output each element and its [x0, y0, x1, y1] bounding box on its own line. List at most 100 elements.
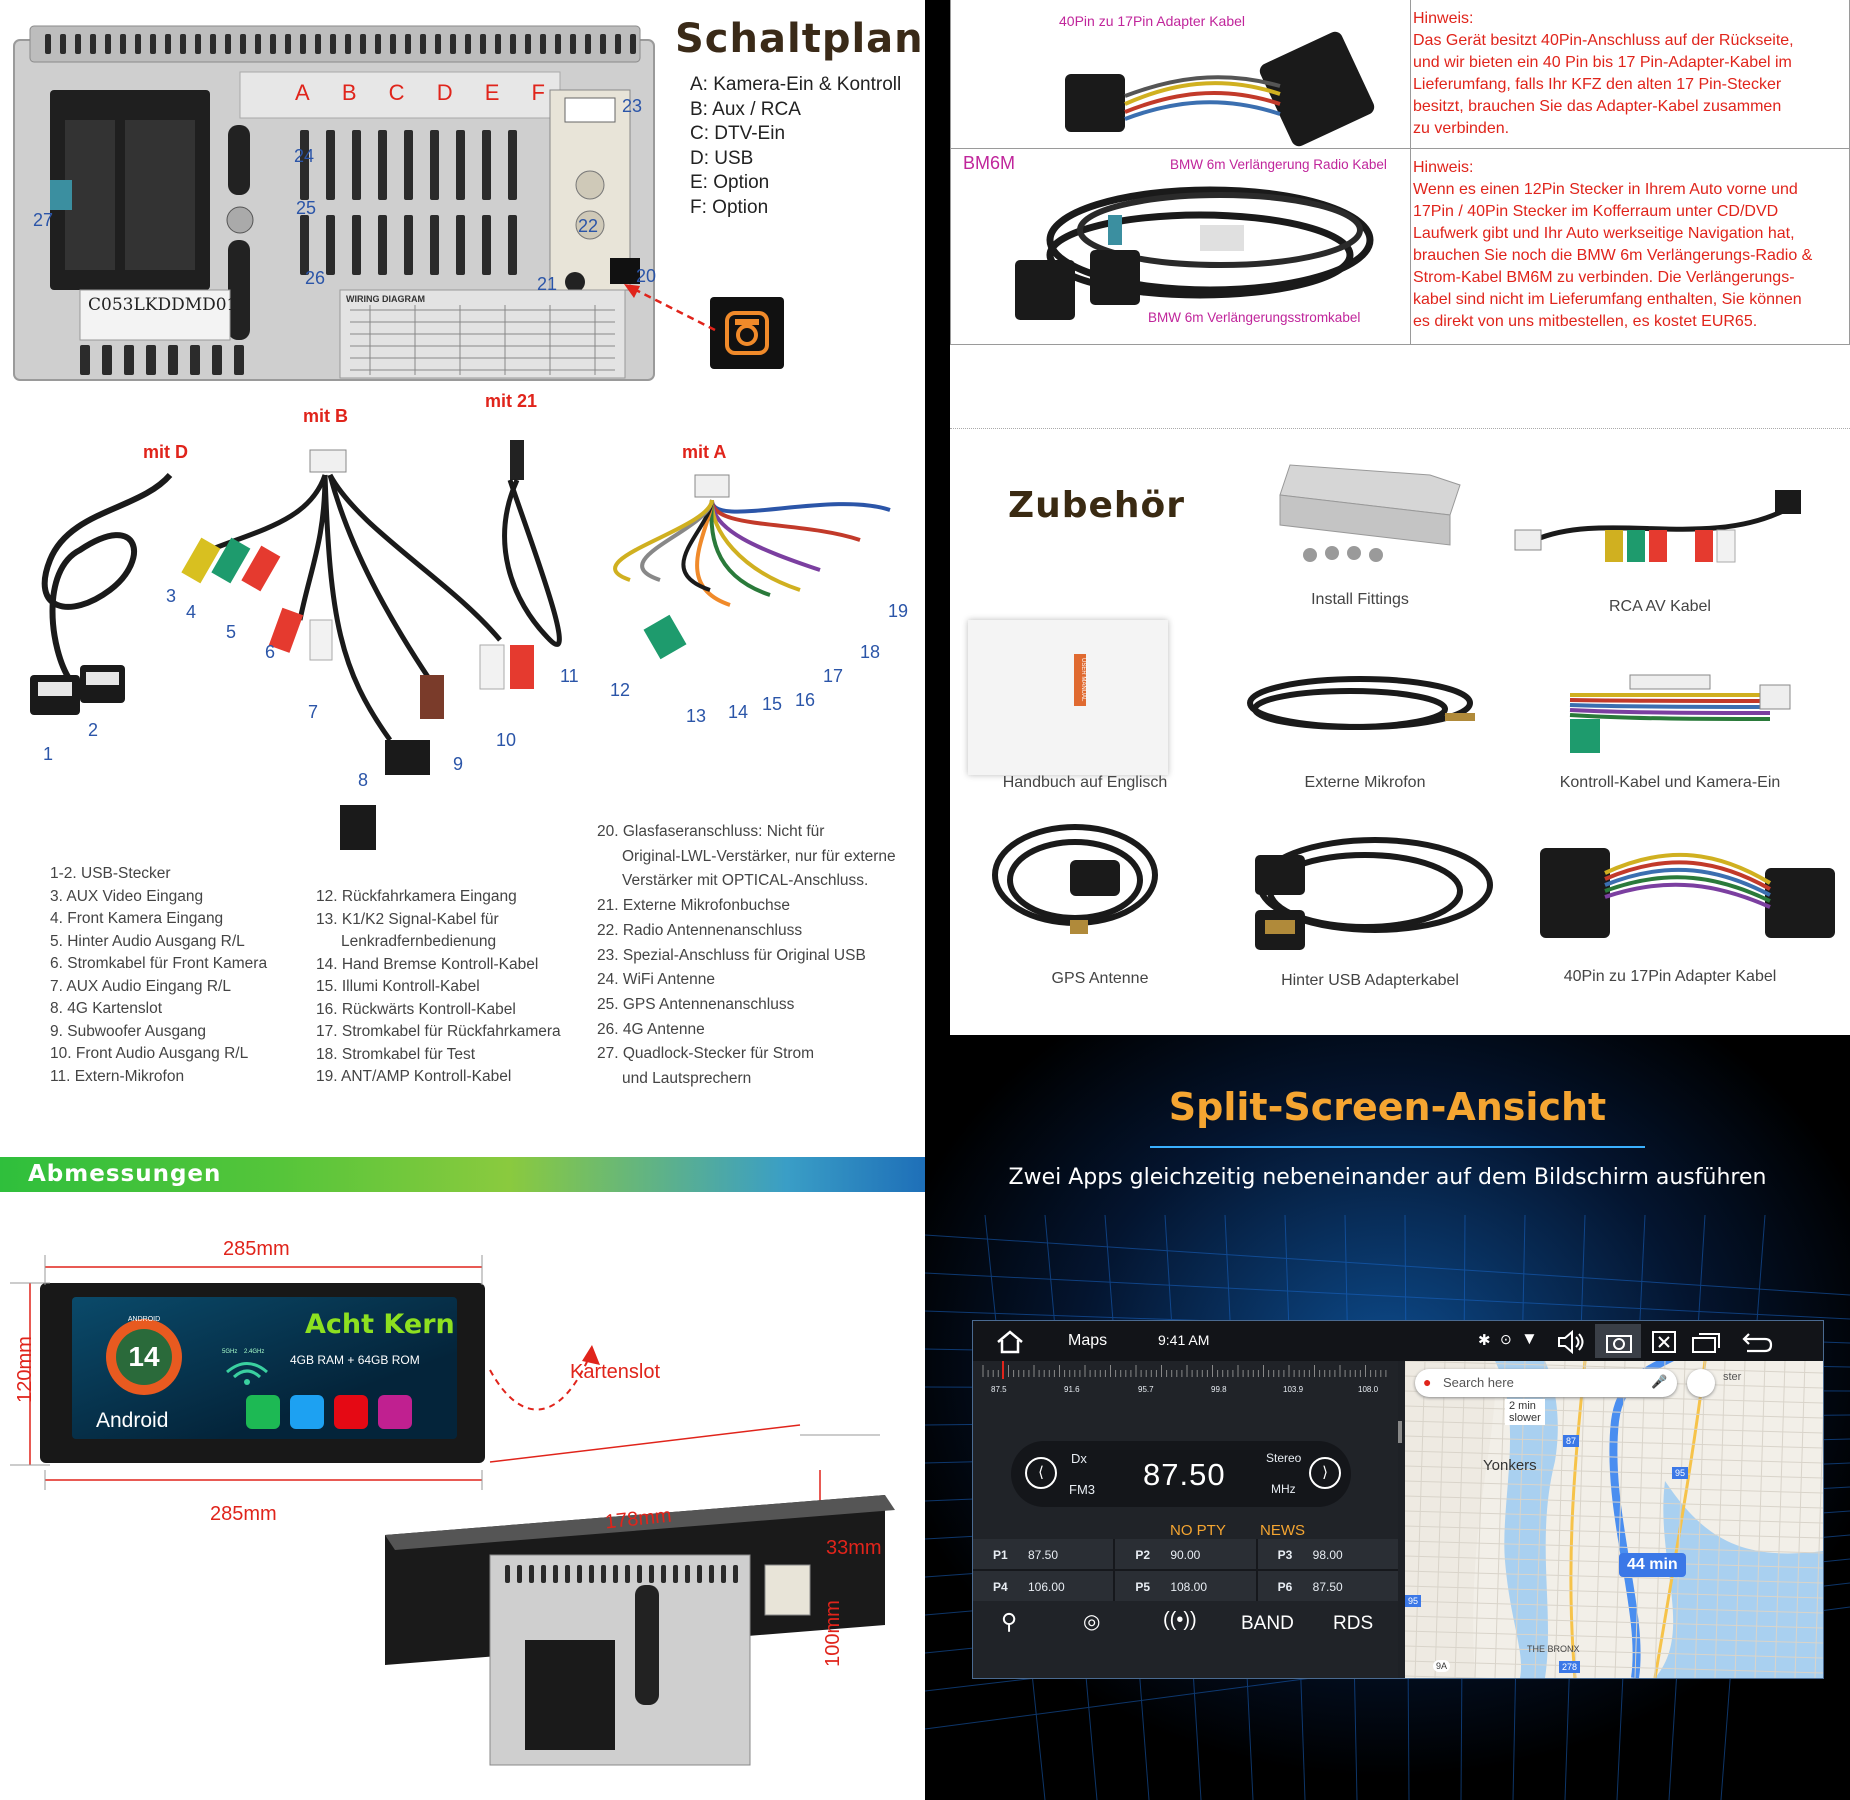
- cable-harnesses: [30, 440, 891, 850]
- adapter-hint-1: Hinweis: Das Gerät besitzt 40Pin-Anschlu…: [1413, 8, 1794, 140]
- parts-list-2: 12. Rückfahrkamera Eingang 13. K1/K2 Sig…: [316, 886, 561, 1089]
- parts-item: 1-2. USB-Stecker: [50, 865, 171, 882]
- rds-button[interactable]: RDS: [1333, 1613, 1374, 1634]
- netflix-icon: [334, 1395, 368, 1429]
- city-label: Yonkers: [1483, 1457, 1537, 1474]
- label-mit-b: mit B: [303, 406, 348, 426]
- map-search-input[interactable]: Search here: [1443, 1375, 1514, 1390]
- cable-num: 11: [560, 666, 579, 686]
- location-icon: ⊙: [1500, 1331, 1512, 1347]
- memory-label: 4GB RAM + 64GB ROM: [290, 1353, 420, 1367]
- bm6m-code: BM6M: [963, 153, 1016, 173]
- accessory-caption: GPS Antenne: [1051, 970, 1149, 987]
- label-mit-21: mit 21: [485, 391, 538, 411]
- accessory-caption: Hinter USB Adapterkabel: [1281, 972, 1459, 989]
- cable-num: 6: [265, 642, 276, 662]
- home-icon[interactable]: [995, 1329, 1025, 1355]
- hint-line: es direkt von uns mitbestellen, es koste…: [1413, 313, 1758, 330]
- multiwindow-icon[interactable]: [1691, 1330, 1723, 1354]
- map-search-bar[interactable]: ● Search here 🎤: [1415, 1369, 1677, 1397]
- cable-num: 1: [43, 744, 54, 764]
- letter-e: E: [484, 80, 500, 105]
- parts-item: 26. 4G Antenne: [597, 1020, 705, 1038]
- port-23: 23: [622, 96, 643, 116]
- cable-num: 19: [888, 601, 909, 621]
- back-icon[interactable]: [1741, 1330, 1775, 1354]
- seek-forward-button[interactable]: ⟩: [1309, 1457, 1341, 1489]
- account-icon[interactable]: [1687, 1369, 1715, 1397]
- maps-app: ● Search here 🎤 ster 2 min slower Yonker…: [1405, 1361, 1823, 1678]
- route-shield: 95: [1405, 1595, 1422, 1607]
- hint-line: Lieferumfang, falls Ihr KFZ den alten 17…: [1413, 76, 1782, 93]
- hint-line: besitzt, brauchen Sie das Adapter-Kabel …: [1413, 98, 1782, 115]
- preset-freq: 108.00: [1170, 1580, 1208, 1594]
- legend-item: A: Kamera-Ein & Kontroll: [690, 74, 902, 95]
- port-26: 26: [305, 268, 326, 288]
- hint-line: und wir bieten ein 40 Pin bis 17 Pin-Ada…: [1413, 54, 1792, 71]
- cable-num: 8: [358, 770, 369, 790]
- parts-item: 20. Glasfaseranschluss: Nicht für: [597, 823, 825, 840]
- hint-line: Das Gerät besitzt 40Pin-Anschluss auf de…: [1413, 32, 1794, 49]
- hint-line: kabel sind nicht im Lieferumfang enthalt…: [1413, 291, 1802, 308]
- height-label: 120mm: [13, 1336, 36, 1403]
- control-cable-image: [1569, 674, 1791, 753]
- map-canvas[interactable]: [1405, 1361, 1823, 1678]
- close-app-icon[interactable]: [1651, 1330, 1677, 1354]
- status-app: Maps: [1068, 1332, 1108, 1349]
- frequency-value: 87.50: [1143, 1457, 1226, 1492]
- wifi-band-24: 2.4GHz: [244, 1349, 265, 1355]
- scale-label: 91.6: [1064, 1385, 1080, 1394]
- splitscreen-panel: Split-Screen-Ansicht Zwei Apps gleichzei…: [925, 1035, 1850, 1800]
- cable-num: 10: [496, 730, 517, 750]
- seek-back-button[interactable]: ⟨: [1025, 1457, 1057, 1489]
- split-handle[interactable]: [1398, 1421, 1402, 1443]
- cable-num: 7: [308, 702, 319, 722]
- parts-item: 19. ANT/AMP Kontroll-Kabel: [316, 1068, 512, 1085]
- scale-label: 103.9: [1283, 1385, 1304, 1394]
- unit-front: 14 ANDROID Android Acht Kern 4GB RAM + 6…: [40, 1283, 485, 1463]
- android-badge: 14 ANDROID: [106, 1316, 182, 1395]
- broadcast-icon[interactable]: ((•)): [1163, 1609, 1197, 1631]
- legend-item: C: DTV-Ein: [690, 123, 786, 144]
- band-button[interactable]: BAND: [1241, 1613, 1294, 1634]
- stereo-mode-icon[interactable]: ◎: [1083, 1611, 1101, 1633]
- adapter-label-1: 40Pin zu 17Pin Adapter Kabel: [1059, 13, 1246, 29]
- slower-line: slower: [1509, 1412, 1541, 1424]
- slower-line: 2 min: [1509, 1400, 1536, 1412]
- port-24: 24: [294, 146, 315, 166]
- mic-icon[interactable]: 🎤: [1651, 1374, 1668, 1389]
- parts-item: Lenkradfernbedienung: [341, 933, 497, 950]
- parts-list-3: 20. Glasfaseranschluss: Nicht für Origin…: [597, 820, 896, 1092]
- cable-num: 4: [186, 602, 197, 622]
- map-corner-label: ster: [1723, 1371, 1742, 1383]
- parts-item: und Lautsprechern: [622, 1070, 752, 1088]
- device-screen: Maps 9:41 AM ✱ ⊙ ▼ 87.5 91.6 95.7 99.8: [972, 1320, 1824, 1679]
- android-ring: ANDROID: [127, 1316, 161, 1323]
- tuner-scale[interactable]: [973, 1361, 1398, 1381]
- preset-id: P1: [993, 1548, 1008, 1562]
- parts-item: 8. 4G Kartenslot: [50, 1000, 163, 1017]
- search-icon[interactable]: ⚲: [1001, 1609, 1018, 1634]
- adapter-hint-2: Hinweis: Wenn es einen 12Pin Stecker in …: [1413, 157, 1812, 333]
- rear-usb-cable-image: [1255, 837, 1493, 950]
- dimensions-panel: Abmessungen 14 ANDROID Android Acht Kern…: [0, 1125, 925, 1800]
- hint-line: Laufwerk gibt und Ihr Auto werkseitige N…: [1413, 225, 1795, 242]
- volume-icon[interactable]: [1556, 1329, 1588, 1355]
- dx-label: Dx: [1071, 1451, 1087, 1466]
- port-22: 22: [578, 216, 599, 236]
- wifi-band-5: 5GHz: [222, 1349, 238, 1355]
- parts-item: 5. Hinter Audio Ausgang R/L: [50, 932, 245, 950]
- screenshot-button[interactable]: [1595, 1324, 1641, 1358]
- parts-item: 6. Stromkabel für Front Kamera: [50, 955, 268, 972]
- optical-arrow: [624, 284, 716, 332]
- gps-antenna-image: [992, 824, 1158, 934]
- cable-num: 13: [686, 706, 707, 726]
- eta-chip[interactable]: 44 min: [1619, 1553, 1686, 1577]
